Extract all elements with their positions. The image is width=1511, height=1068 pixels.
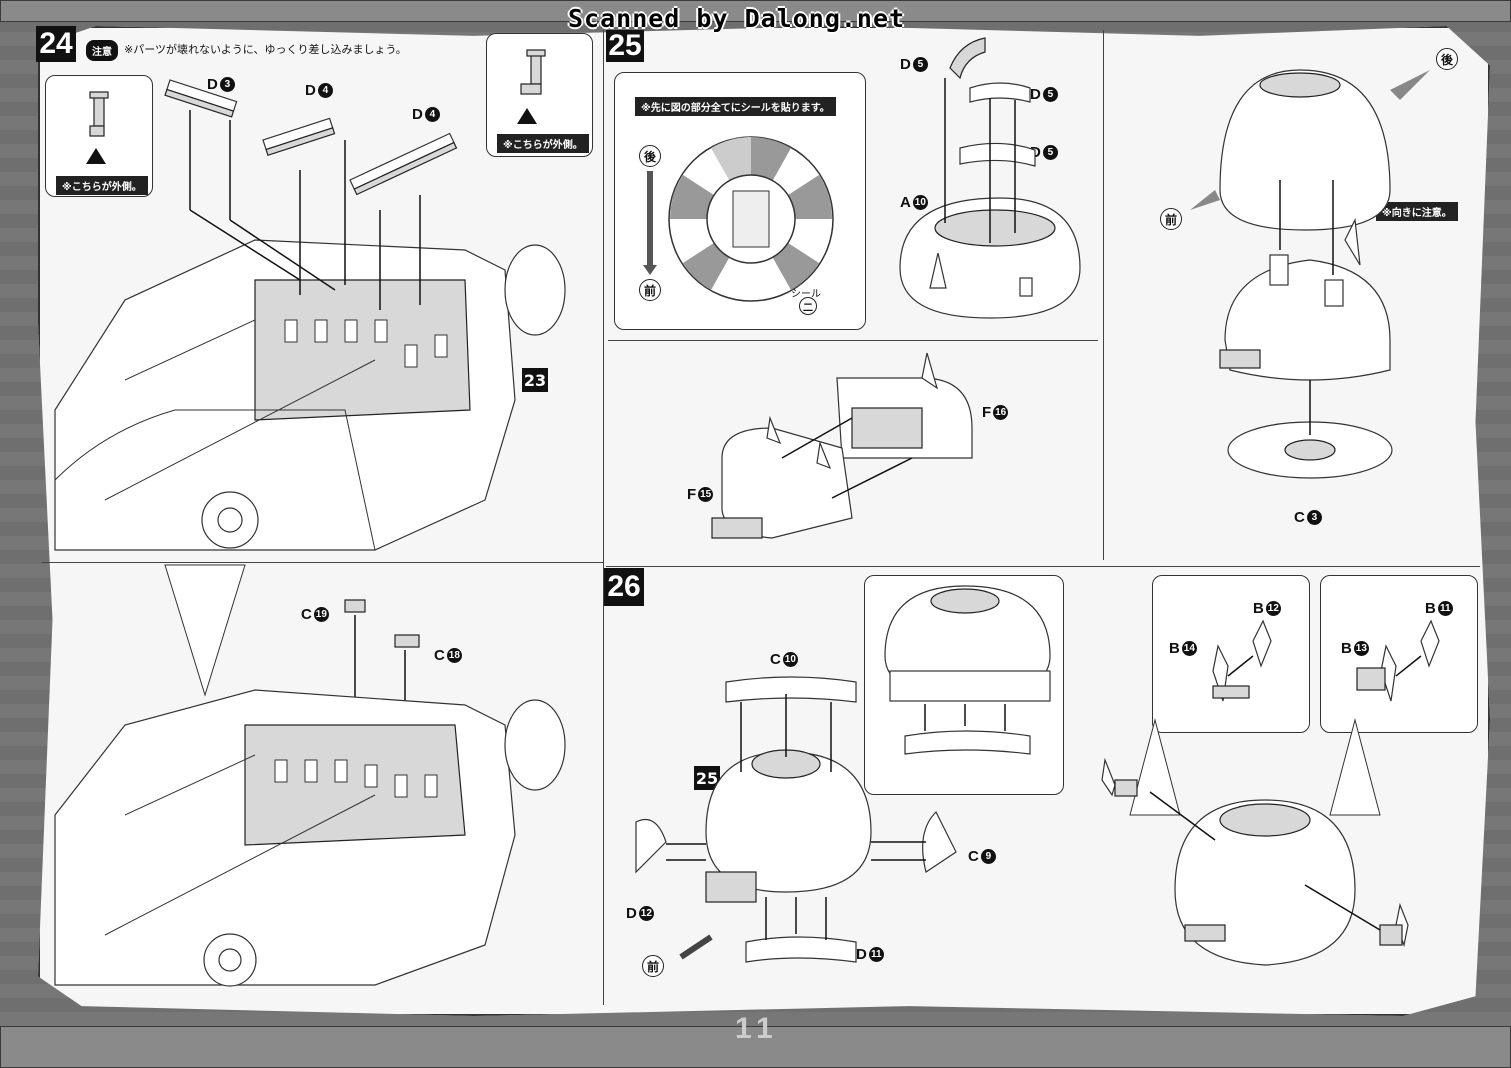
front-marker: 前 (639, 279, 661, 301)
dome-rings-step26 (635, 676, 957, 963)
lamp-illustration-right (1356, 619, 1440, 702)
back-marker-right: 後 (1436, 48, 1458, 70)
orientation-note: ※向きに注意。 (1376, 202, 1458, 221)
outside-note-right: ※こちらが外側。 (497, 134, 589, 153)
hut-assembly-step25 (711, 352, 973, 539)
caution-chip: 注意 (86, 40, 118, 61)
column-divider (603, 30, 604, 1005)
right-row-divider (606, 566, 1480, 567)
step25-inner-divider (608, 340, 1098, 341)
sticker-callout: ※先に図の部分全てにシールを貼ります。 後 前 シール 二 (614, 72, 866, 330)
lamp-illustration-left (1212, 619, 1272, 702)
back-marker: 後 (639, 145, 661, 167)
dome-assembly-step25 (899, 37, 1081, 319)
dome-stack-step25 (1190, 69, 1430, 479)
seal-label: シール (791, 289, 821, 300)
caution-text: ※パーツが壊れないように、ゆっくり差し込みましょう。 (124, 43, 407, 56)
step-25-badge: 25 (606, 29, 644, 62)
step25-right-divider (1103, 30, 1104, 560)
ref-step-23: 23 (522, 368, 548, 392)
front-marker-step26: 前 (642, 955, 664, 977)
step-26-badge: 26 (604, 568, 644, 606)
ring-detail-illustration (884, 585, 1051, 755)
front-marker-right: 前 (1160, 208, 1182, 230)
ship-illustration-step24 (54, 79, 566, 551)
peg-illustration-left (86, 91, 109, 164)
dome-lamps-step26 (1101, 718, 1409, 966)
step-24-badge: 24 (36, 26, 76, 62)
left-row-divider (42, 562, 603, 563)
page-number: 11 (735, 1012, 779, 1045)
outside-callout-left: ※こちらが外側。 (45, 75, 153, 197)
outside-callout-right: ※こちらが外側。 (486, 33, 593, 157)
watermark: Scanned by Dalong.net (568, 4, 906, 33)
sticker-note: ※先に図の部分全てにシールを貼ります。 (635, 97, 836, 116)
seal-number: 二 (799, 297, 817, 315)
outside-note-left: ※こちらが外側。 (56, 176, 148, 195)
sticker-diagram (643, 136, 834, 302)
ring-detail-callout (864, 575, 1064, 795)
peg-illustration-right (517, 49, 546, 124)
ship-illustration-step24-result (54, 564, 566, 987)
